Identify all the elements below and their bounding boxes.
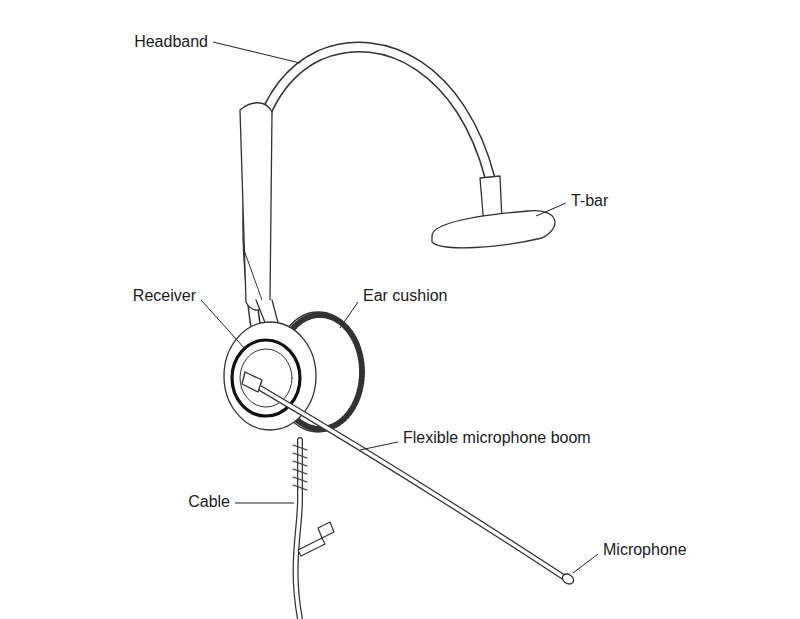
- headband-outline: [248, 47, 490, 330]
- leader-lines: [201, 42, 598, 573]
- part-label: Receiver: [131, 287, 198, 305]
- headband-slider: [240, 103, 272, 310]
- part-label: T-bar: [569, 192, 610, 210]
- receiver-inner: [240, 349, 292, 407]
- leader-line: [573, 554, 598, 573]
- leader-line: [536, 203, 566, 216]
- headset-drawing: [224, 47, 575, 619]
- cable-strain-relief: [293, 445, 307, 490]
- microphone-tip: [561, 572, 576, 586]
- part-label: Ear cushion: [361, 287, 450, 305]
- boom-pivot: [242, 372, 262, 392]
- part-label: Cable: [186, 493, 232, 511]
- cable-clip: [298, 522, 334, 556]
- leader-line: [235, 503, 294, 504]
- leader-line: [201, 300, 246, 350]
- cable-outline: [296, 440, 300, 619]
- part-label: Microphone: [601, 541, 689, 559]
- leader-line: [213, 42, 300, 63]
- part-label: Flexible microphone boom: [401, 429, 593, 447]
- headband-fill: [248, 47, 490, 330]
- part-label: Headband: [132, 33, 210, 51]
- leader-line: [340, 302, 358, 328]
- slider-line: [244, 250, 262, 300]
- leader-line: [360, 442, 398, 450]
- cable-fill: [296, 440, 300, 619]
